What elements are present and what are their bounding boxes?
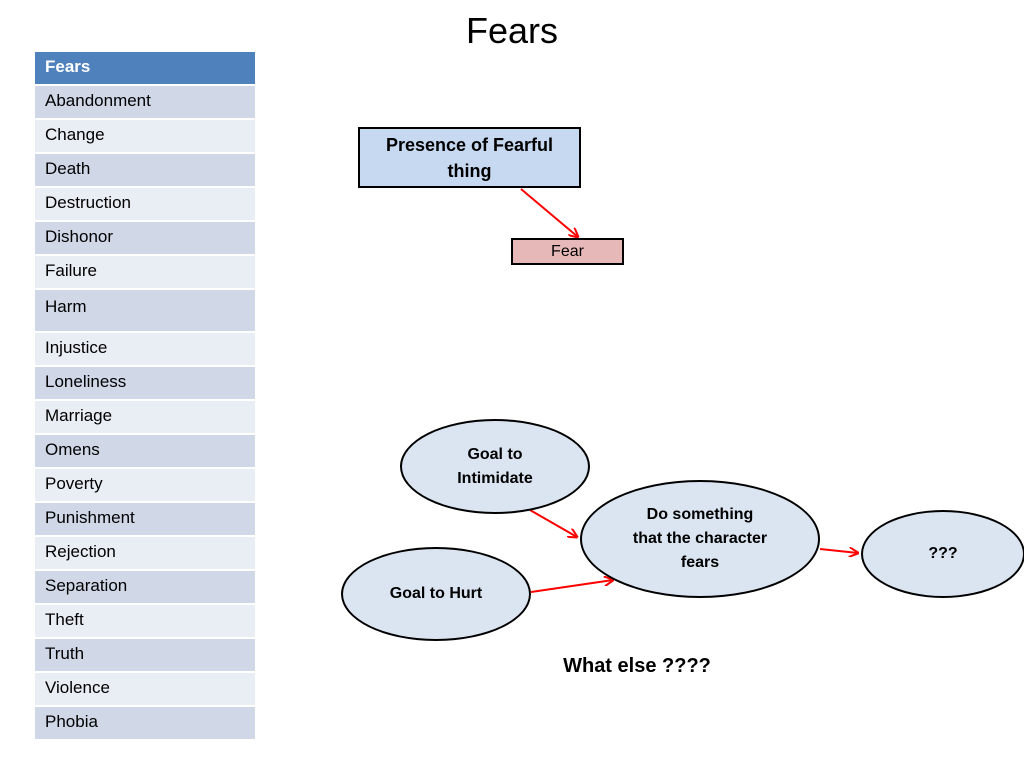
table-row: Punishment bbox=[35, 503, 255, 537]
unknown-ellipse: ??? bbox=[861, 510, 1024, 598]
table-row: Rejection bbox=[35, 537, 255, 571]
table-row: Theft bbox=[35, 605, 255, 639]
goal-intimidate-line2: Intimidate bbox=[457, 469, 533, 487]
presence-box-line1: Presence of Fearful bbox=[385, 135, 554, 155]
presence-box-line2: thing bbox=[447, 161, 492, 181]
table-row: Destruction bbox=[35, 188, 255, 222]
arrow-hurt-to-do bbox=[530, 580, 613, 593]
do-something-line1: Do something bbox=[646, 506, 754, 523]
table-row: Phobia bbox=[35, 707, 255, 741]
goal-hurt-ellipse: Goal to Hurt bbox=[341, 547, 531, 641]
fears-table: Fears Abandonment Change Death Destructi… bbox=[35, 52, 255, 741]
do-something-line3: fears bbox=[680, 554, 720, 571]
table-row: Loneliness bbox=[35, 367, 255, 401]
table-row: Marriage bbox=[35, 401, 255, 435]
arrow-do-to-unknown bbox=[819, 549, 858, 553]
goal-hurt-label: Goal to Hurt bbox=[389, 585, 483, 602]
do-something-ellipse: Do something that the character fears bbox=[580, 480, 820, 598]
presence-of-fearful-thing-box: Presence of Fearful thing bbox=[358, 127, 581, 188]
table-row: Omens bbox=[35, 435, 255, 469]
table-row: Poverty bbox=[35, 469, 255, 503]
arrow-presence-to-fear bbox=[520, 188, 578, 237]
table-row: Dishonor bbox=[35, 222, 255, 256]
table-row: Change bbox=[35, 120, 255, 154]
unknown-label: ??? bbox=[928, 545, 958, 562]
table-row: Truth bbox=[35, 639, 255, 673]
table-row: Failure bbox=[35, 256, 255, 290]
table-row: Separation bbox=[35, 571, 255, 605]
slide-title: Fears bbox=[465, 10, 559, 51]
table-header: Fears bbox=[35, 52, 255, 86]
fear-box: Fear bbox=[511, 238, 624, 265]
table-row: Abandonment bbox=[35, 86, 255, 120]
table-row: Injustice bbox=[35, 333, 255, 367]
do-something-line2: that the character bbox=[632, 530, 768, 547]
table-row: Harm bbox=[35, 290, 255, 333]
arrow-intimidate-to-do bbox=[529, 509, 577, 537]
what-else-text: What else ???? bbox=[563, 655, 711, 677]
goal-intimidate-line1: Goal to bbox=[467, 445, 523, 463]
goal-intimidate-ellipse: Goal to Intimidate bbox=[400, 419, 590, 514]
table-row: Violence bbox=[35, 673, 255, 707]
table-row: Death bbox=[35, 154, 255, 188]
